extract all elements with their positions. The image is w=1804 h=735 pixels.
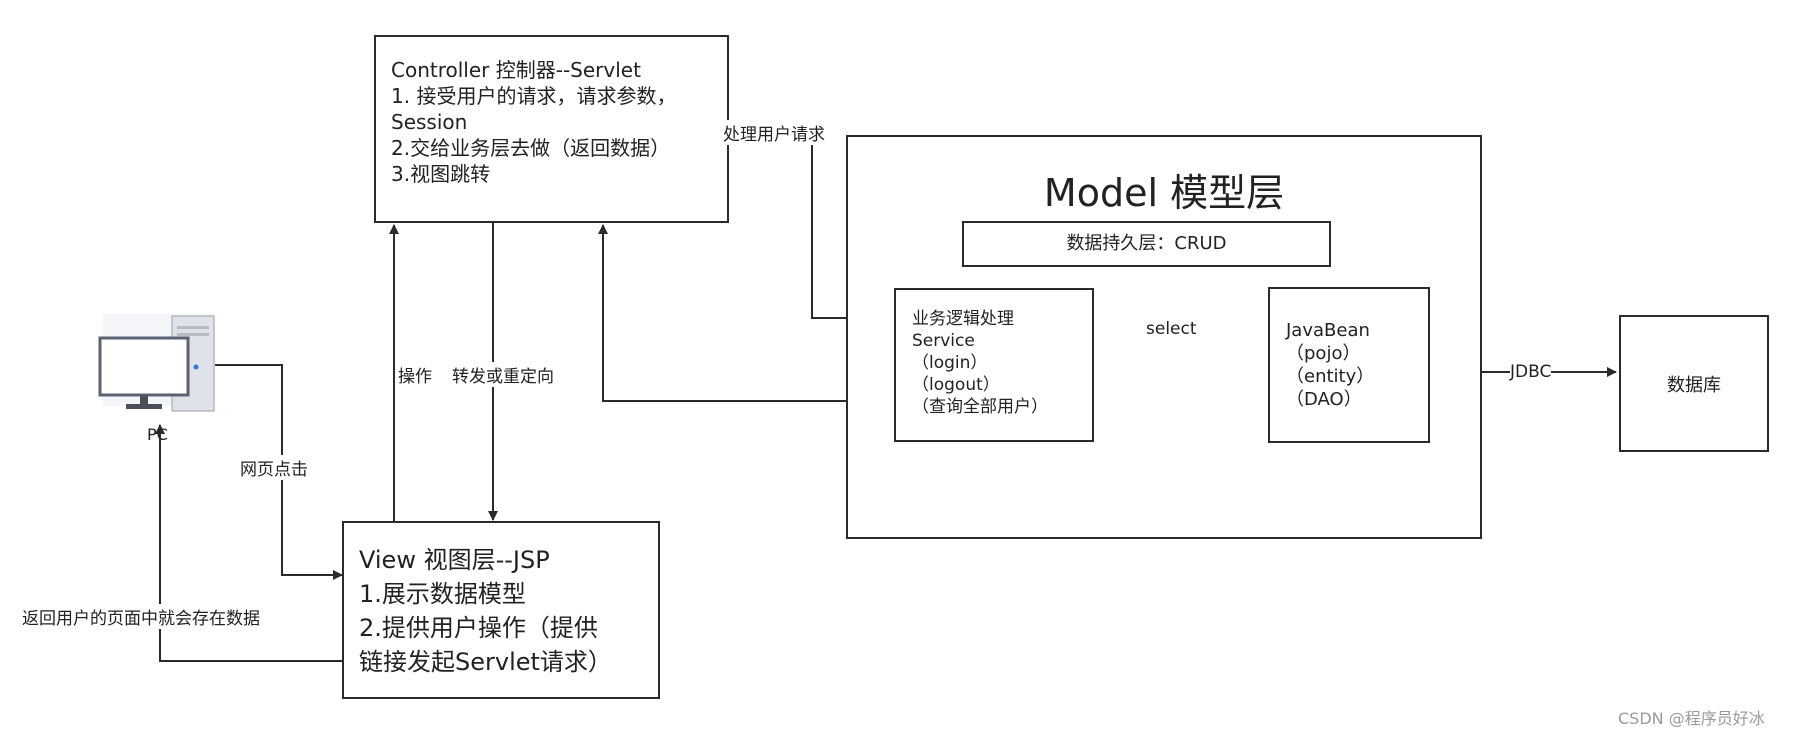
service-box: 业务逻辑处理 Service （login） （logout） （查询全部用户） (894, 288, 1094, 442)
database-label: 数据库 (1667, 374, 1721, 396)
persistence-box: 数据持久层：CRUD (962, 221, 1331, 267)
pc-label: PC (147, 425, 168, 444)
javabean-item-4: （DAO） (1286, 389, 1362, 410)
view-item-3: 链接发起Servlet请求） (359, 648, 612, 676)
javabean-item-1: JavaBean (1286, 320, 1370, 341)
controller-item-2: Session (391, 110, 468, 134)
edge-label-return-page: 返回用户的页面中就会存在数据 (22, 604, 260, 629)
edge-label-jdbc: JDBC (1510, 362, 1552, 382)
service-item-3: （login） (912, 353, 988, 373)
edge-label-webpage-click: 网页点击 (240, 455, 308, 480)
edge-label-forward-redirect: 转发或重定向 (452, 362, 554, 387)
service-item-2: Service (912, 331, 975, 351)
view-title: View 视图层--JSP (359, 546, 550, 574)
edge-label-select: select (1146, 319, 1197, 339)
service-item-1: 业务逻辑处理 (912, 309, 1014, 329)
database-box: 数据库 (1619, 315, 1769, 452)
edge-label-operate: 操作 (398, 362, 432, 387)
controller-item-3: 2.交给业务层去做（返回数据） (391, 136, 671, 160)
model-title: Model 模型层 (1043, 171, 1285, 215)
edge-view-to-pc (155, 424, 345, 662)
edge-label-handle-request: 处理用户请求 (723, 120, 825, 145)
edge-service-to-controller (598, 224, 895, 402)
javabean-item-2: （pojo） (1286, 343, 1361, 364)
javabean-box: JavaBean （pojo） （entity） （DAO） (1268, 287, 1430, 443)
view-box: View 视图层--JSP 1.展示数据模型 2.提供用户操作（提供 链接发起S… (342, 521, 660, 699)
service-item-4: （logout） (912, 375, 1000, 395)
pc-icon (98, 314, 215, 412)
persistence-label: 数据持久层：CRUD (1066, 233, 1227, 254)
javabean-item-3: （entity） (1286, 366, 1375, 387)
controller-item-4: 3.视图跳转 (391, 162, 491, 186)
controller-box: Controller 控制器--Servlet 1. 接受用户的请求，请求参数，… (374, 35, 729, 223)
view-item-2: 2.提供用户操作（提供 (359, 614, 598, 642)
service-item-5: （查询全部用户） (912, 397, 1048, 417)
view-item-1: 1.展示数据模型 (359, 580, 526, 608)
controller-title: Controller 控制器--Servlet (391, 58, 641, 82)
watermark: CSDN @程序员好冰 (1618, 709, 1765, 728)
controller-item-1: 1. 接受用户的请求，请求参数， (391, 84, 677, 108)
